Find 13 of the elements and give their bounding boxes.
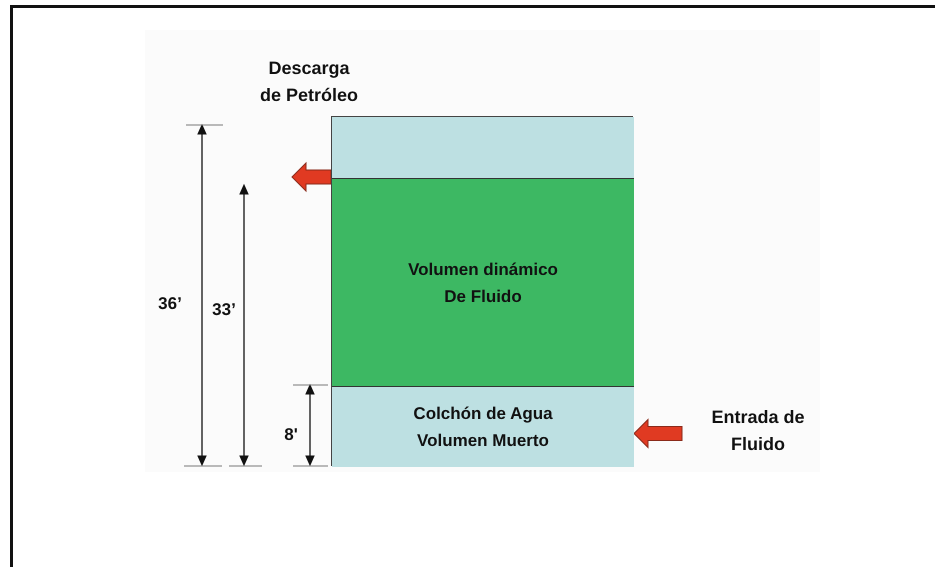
flow-arrow bbox=[291, 162, 332, 192]
band-label: Volumen dinámico De Fluido bbox=[407, 258, 559, 308]
tank-headspace-section bbox=[332, 117, 634, 178]
flow-arrow bbox=[633, 418, 682, 449]
dimension-label: 36’ bbox=[157, 293, 183, 315]
outlet-label: Descarga de Petróleo bbox=[258, 57, 360, 107]
tank-outline bbox=[331, 116, 633, 466]
water-band-section bbox=[332, 386, 634, 467]
dimension-label: 8' bbox=[283, 424, 299, 446]
band-label: Colchón de Agua Volumen Muerto bbox=[412, 403, 554, 452]
fluid-band-section bbox=[332, 178, 634, 386]
inlet-label: Entrada de Fluido bbox=[710, 406, 806, 456]
dimension-label: 33’ bbox=[211, 299, 237, 321]
